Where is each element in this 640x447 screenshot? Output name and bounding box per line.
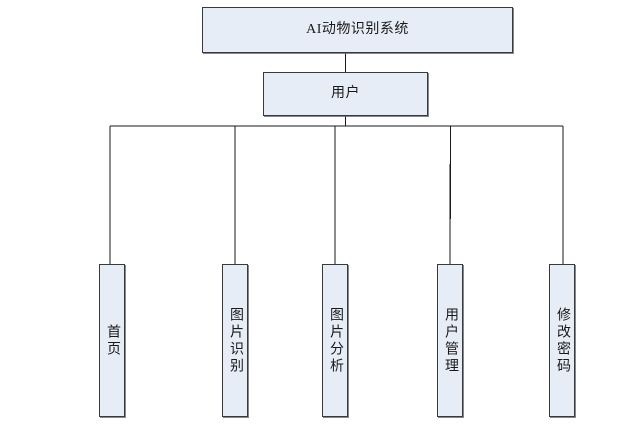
node-system-root[interactable]: AI动物识别系统 bbox=[202, 7, 513, 53]
node-user-actor-label: 用户 bbox=[331, 86, 360, 102]
node-home-label: 首页 bbox=[105, 323, 120, 358]
node-user-actor[interactable]: 用户 bbox=[263, 72, 428, 116]
node-image-recognition-label: 图片识别 bbox=[228, 306, 243, 375]
node-image-analysis-label: 图片分析 bbox=[328, 306, 343, 375]
node-home[interactable]: 首页 bbox=[99, 264, 125, 417]
node-user-management-label: 用户管理 bbox=[443, 306, 458, 375]
node-change-password[interactable]: 修改密码 bbox=[549, 264, 575, 417]
node-change-password-label: 修改密码 bbox=[555, 306, 570, 375]
connector-bus-to-user-management bbox=[449, 125, 452, 265]
node-image-recognition[interactable]: 图片识别 bbox=[222, 264, 248, 417]
node-system-root-label: AI动物识别系统 bbox=[306, 22, 409, 38]
node-user-management[interactable]: 用户管理 bbox=[437, 264, 463, 417]
node-image-analysis[interactable]: 图片分析 bbox=[322, 264, 348, 417]
